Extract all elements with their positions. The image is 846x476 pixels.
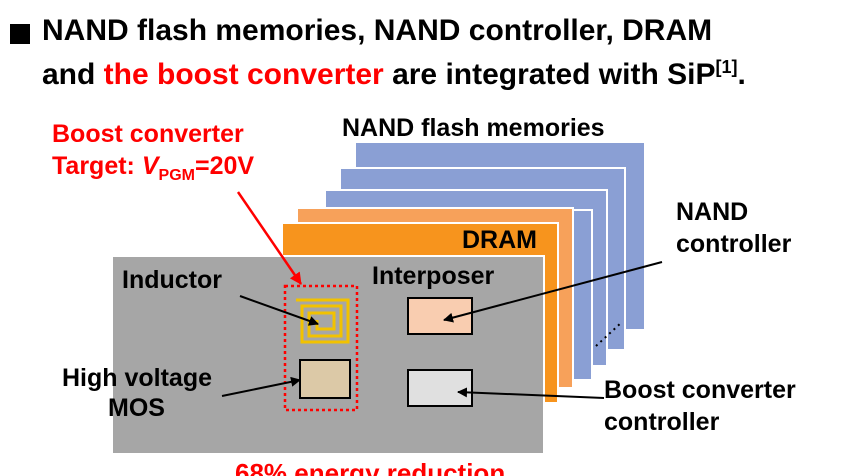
boost-converter-label: Boost converter [52, 120, 244, 148]
interposer-label: Interposer [372, 262, 495, 290]
interposer [111, 255, 545, 455]
arrow-inductor [239, 295, 319, 326]
boost-target-value: =20V [194, 152, 255, 180]
boost-target-sub: PGM [158, 167, 195, 184]
boost-controller-label-line2: controller [604, 408, 720, 436]
boost-controller-label-line1: Boost converter [604, 376, 796, 404]
boost-controller-block [407, 369, 473, 407]
arrow-nand-controller [443, 261, 663, 323]
bullet-text-line2: and the boost converter are integrated w… [42, 57, 746, 91]
dram-label: DRAM [462, 226, 537, 254]
boost-target-var: V [141, 152, 159, 180]
bullet-line2-suffix: are integrated with SiP [383, 58, 716, 91]
hv-mos-label-line1: High voltage [62, 364, 213, 392]
nand-controller-label-line1: NAND [676, 198, 749, 226]
bullet-square-icon [10, 24, 30, 44]
arrow-boost-target [236, 191, 303, 285]
bullet-line2-prefix: and [42, 58, 104, 91]
citation-superscript: [1] [715, 57, 738, 77]
energy-reduction-text: 68% energy reduction [235, 458, 506, 476]
bullet-text-line1: NAND flash memories, NAND controller, DR… [42, 14, 713, 47]
arrow-boost-controller [457, 387, 605, 399]
hv-mos-block [299, 359, 351, 399]
boost-converter-region [283, 284, 359, 412]
nand-controller-label-line2: controller [676, 230, 792, 258]
nand-flash-label: NAND flash memories [342, 114, 605, 142]
boost-target-prefix: Target: [52, 152, 142, 180]
inductor-icon [296, 298, 350, 344]
bullet-highlight-boost-converter: the boost converter [103, 58, 384, 91]
hv-mos-label-line2: MOS [108, 394, 165, 422]
inductor-label: Inductor [122, 266, 222, 294]
boost-target-label: Target: VPGM=20V [52, 152, 255, 184]
arrow-hv-mos [221, 376, 301, 397]
